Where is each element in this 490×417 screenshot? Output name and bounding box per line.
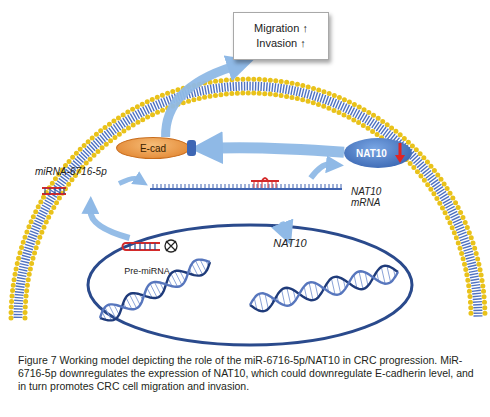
node-text: NAT10 mRNA [351, 186, 393, 208]
gene-label: NAT10 [268, 236, 312, 250]
figure-caption: Figure 7 Working model depicting the rol… [18, 354, 474, 393]
dna-helices [100, 260, 398, 321]
outcome-box: Migration ↑ Invasion ↑ [233, 12, 329, 60]
bound-mirna-pairs [254, 181, 276, 188]
protein-ellipse: E-cad [116, 137, 190, 159]
down-arrow-head [395, 155, 405, 163]
ecad-anchor [187, 140, 196, 156]
dicer-cross [166, 241, 176, 251]
mrna-strand-node: NAT10 mRNA [148, 178, 393, 208]
node-text: Pre-miRNA [124, 266, 170, 276]
duplex-pairs [45, 188, 64, 194]
dicer-symbol [165, 240, 177, 252]
arrow-connector [166, 67, 233, 137]
dna-strand [250, 271, 398, 305]
mirna-label: miRNA-6716-5p [35, 166, 119, 196]
nucleus [88, 225, 412, 345]
hairpin-strand [123, 243, 161, 250]
arrow-connector [283, 225, 287, 236]
dna-strand [100, 262, 210, 320]
mirna-duplex [42, 188, 66, 194]
mrna-bases [153, 184, 341, 189]
duplex-strand [42, 188, 66, 194]
dna-base-pairs [100, 260, 209, 321]
node-text: Migration ↑ Invasion ↑ [249, 21, 313, 51]
dna-strand [100, 260, 210, 318]
arrow-connector [218, 148, 345, 153]
node-text: miRNA-6716-5p [35, 166, 107, 177]
arrow-connector [119, 178, 137, 183]
dna-strand [250, 266, 398, 311]
hairpin-pairs [130, 243, 155, 250]
arrow-connector [90, 211, 129, 238]
down-arrow-stem [399, 143, 402, 156]
bound-mirna [251, 178, 279, 181]
node-text: NAT10 [273, 237, 306, 249]
pre-mirna-node: Pre-miRNA [112, 238, 182, 276]
node-text: E-cad [140, 143, 166, 154]
protein-ellipse: NAT10 [344, 138, 412, 168]
node-text: NAT10 [356, 148, 387, 159]
arrow-connector [311, 164, 329, 178]
pre-mirna-hairpin [123, 240, 178, 252]
